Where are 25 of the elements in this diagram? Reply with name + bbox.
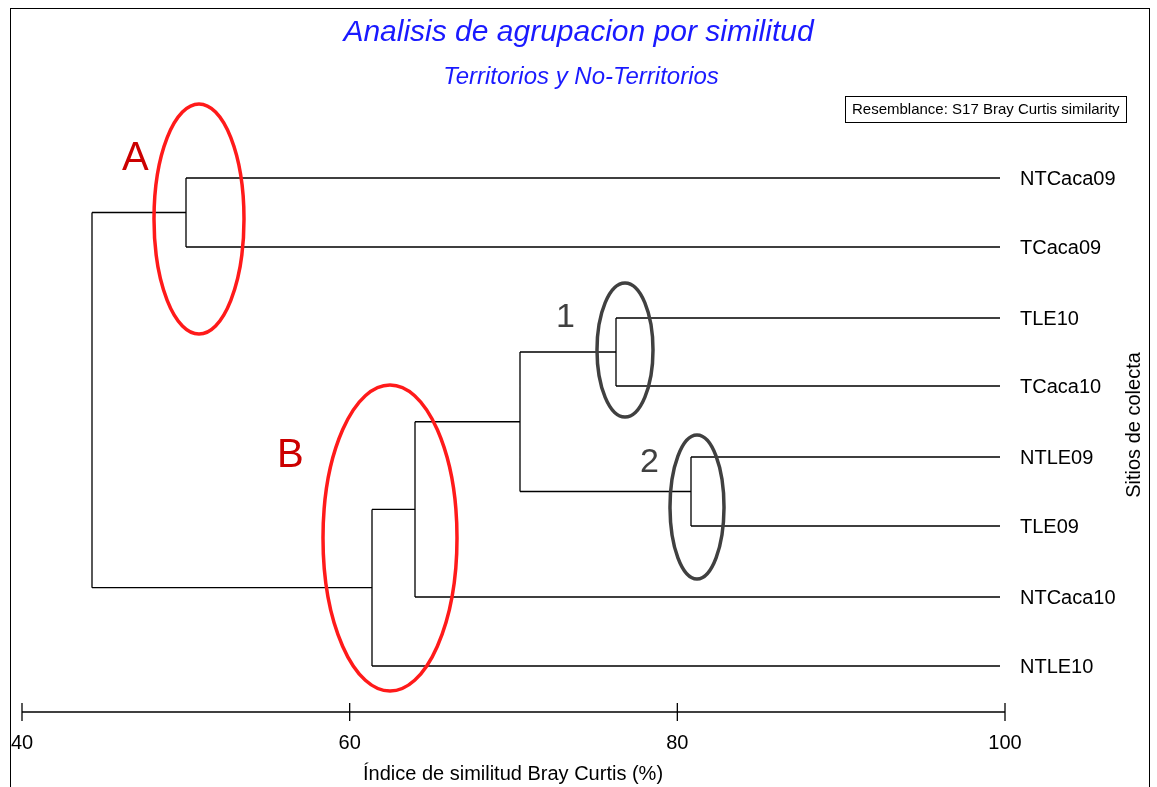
cluster-ellipse (556, 281, 655, 419)
legend-box: Resemblance: S17 Bray Curtis similarity (845, 96, 1127, 123)
chart-label: NTLE09 (1020, 447, 1094, 467)
chart-label: Territorios y No-Territorios (443, 64, 719, 88)
chart-label: NTCaca09 (1020, 168, 1116, 188)
cluster-ellipse (122, 102, 246, 336)
chart-label: NTLE10 (1020, 656, 1094, 676)
chart-label: 100 (988, 732, 1022, 752)
chart-label: TCaca09 (1020, 237, 1102, 257)
chart-label: 80 (666, 732, 689, 752)
chart-title: Analisis de agrupacion por similitud (341, 14, 816, 48)
cluster-ellipse (277, 383, 459, 693)
chart-label: NTCaca10 (1020, 587, 1116, 607)
chart-label: TCaca10 (1020, 376, 1102, 396)
axis-title: Sitios de colecta (1123, 352, 1143, 498)
cluster-letter: 1 (556, 298, 575, 332)
chart-label: TLE10 (1020, 308, 1079, 328)
chart-label: Índice de similitud Bray Curtis (%) (362, 763, 664, 783)
cluster-letter: A (122, 136, 149, 176)
cluster-ellipse (640, 433, 726, 581)
chart-label: 40 (10, 732, 34, 752)
chart-label: 60 (338, 732, 361, 752)
cluster-letter: 2 (640, 443, 659, 477)
cluster-letter: B (277, 433, 304, 473)
chart-label: TLE09 (1020, 516, 1079, 536)
